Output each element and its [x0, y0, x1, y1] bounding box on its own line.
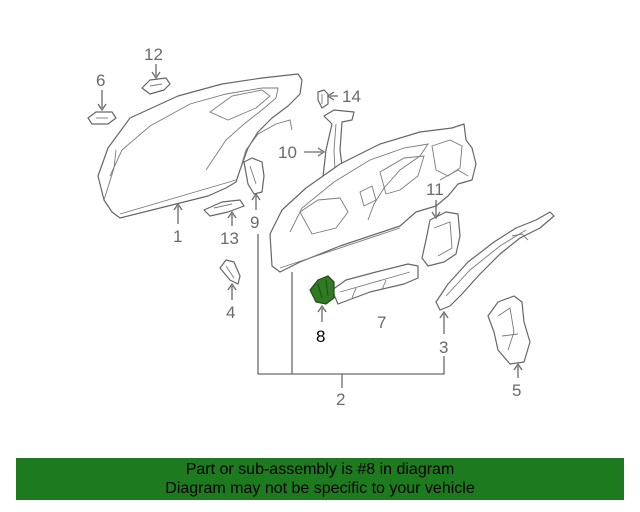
part-2-inner-side-frame	[269, 123, 477, 273]
part-5-pillar-panel	[487, 295, 531, 365]
part-11-inner-panel	[421, 211, 461, 267]
info-banner: Part or sub-assembly is #8 in diagram Di…	[16, 458, 624, 500]
callout-13: 13	[220, 229, 239, 248]
banner-line-2: Diagram may not be specific to your vehi…	[165, 480, 475, 497]
callout-4: 4	[226, 303, 235, 322]
part-1-outer-side-panel	[97, 73, 303, 219]
part-9-pillar-trim	[243, 157, 265, 195]
callout-3: 3	[439, 338, 448, 357]
banner-line-1: Part or sub-assembly is #8 in diagram	[185, 461, 455, 478]
part-8-highlighted-bracket	[309, 275, 335, 305]
part-6-bracket	[87, 111, 117, 125]
callout-12: 12	[144, 45, 163, 64]
callout-7: 7	[377, 313, 386, 332]
callout-2: 2	[336, 390, 345, 409]
callout-9: 9	[250, 213, 259, 232]
callout-labels: 1 2 3 4 5 6 7 8 9 10 11 12 13 14	[96, 45, 521, 409]
part-7-rocker-panel	[331, 263, 419, 305]
part-3-roof-rail	[435, 211, 555, 311]
callout-6: 6	[96, 71, 105, 90]
part-12-bracket	[141, 77, 171, 95]
callout-11: 11	[426, 180, 444, 199]
callout-1: 1	[173, 227, 182, 246]
callout-14: 14	[342, 87, 361, 106]
part-13-reinforcement	[203, 199, 245, 217]
callout-8: 8	[316, 327, 325, 346]
part-14-clip	[317, 89, 329, 109]
callout-5: 5	[512, 381, 521, 400]
part-4-bracket	[219, 259, 241, 285]
leader-lines	[97, 64, 523, 388]
callout-10: 10	[278, 143, 297, 162]
